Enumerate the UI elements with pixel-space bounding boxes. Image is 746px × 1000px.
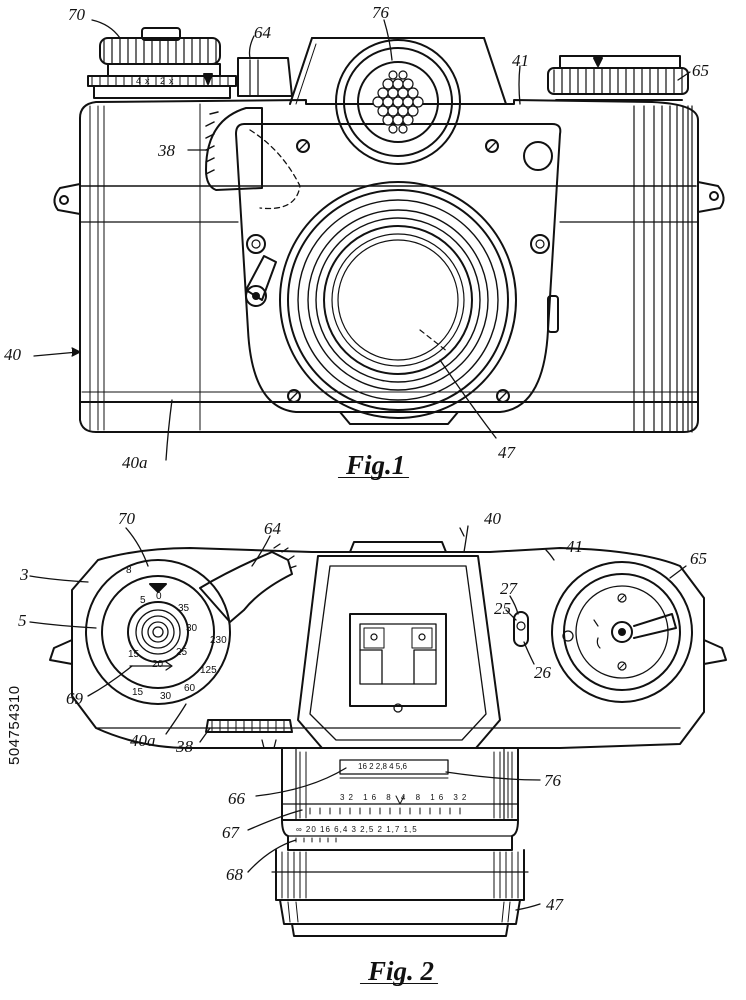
fig2-ref-66: 66 (228, 789, 245, 808)
fig2-ref-76: 76 (544, 771, 561, 790)
fig2-ref-67: 67 (222, 823, 239, 842)
fig2-dial-n230: 230 (210, 635, 227, 646)
fig2-dial-n5: 5 (140, 595, 146, 606)
fig1-strap-lug-left (53, 183, 81, 215)
fig2-dial-n20: 20 (152, 659, 164, 670)
fig2-lever-64 (199, 551, 293, 623)
fig2-ref-69: 69 (66, 689, 83, 708)
fig2-shoe (349, 613, 447, 707)
fig2-dial-65 (551, 561, 693, 703)
fig1-caption: Fig.1 (346, 450, 406, 480)
fig2-ref-65: 65 (690, 549, 707, 568)
fig2-caption: Fig. 2 (368, 956, 435, 986)
fig2-lens-barrel-47 (271, 747, 529, 937)
fig2-ref-38: 38 (176, 737, 193, 756)
fig1-ref-40: 40 (4, 345, 21, 364)
fig1-honeycomb (372, 70, 424, 134)
fig2-ref-40a: 40a (130, 731, 156, 750)
fig2-dial-n15b: 15 (132, 687, 144, 698)
fig1-ref-76: 76 (372, 3, 389, 22)
fig1-ref-40a: 40a (122, 453, 148, 472)
fig1-wheel-38 (205, 107, 263, 191)
fig2-leaders (29, 525, 687, 911)
fig2-dial-n30b: 30 (160, 691, 172, 702)
fig2-ref-27: 27 (500, 579, 517, 598)
fig2-dial-n0: 0 (156, 591, 162, 602)
fig2-ref-41: 41 (566, 537, 583, 556)
fig2-ref-47: 47 (546, 895, 563, 914)
fig1-ref-64: 64 (254, 23, 271, 42)
fig1-camera-front (33, 19, 725, 461)
fig1-dial-65 (547, 55, 689, 101)
fig2-dial-n30: 30 (186, 623, 198, 634)
fig2-slot-25 (513, 611, 529, 647)
fig2-ref-68: 68 (226, 865, 243, 884)
lens-scale-67: 32 16 8 4 8 16 32 (340, 793, 471, 802)
fig1-round-window (523, 141, 553, 171)
fig2-wheel-38 (205, 719, 293, 733)
fig1-shading-left (89, 103, 201, 431)
fig1-front-plate (235, 123, 562, 413)
fig2-ref-26: 26 (534, 663, 551, 682)
fig2-dial-n25: 25 (176, 647, 188, 658)
fig1-shoe-64 (237, 57, 293, 97)
fig2-body-outline (71, 547, 705, 749)
fig1-ref-38: 38 (158, 141, 175, 160)
lens-scale-68: ∞ 20 16 6,4 3 2,5 2 1,7 1,5 (296, 825, 418, 834)
fig2-dial-70 (85, 559, 231, 705)
fig1-dial-marks: 4x 2x (136, 76, 178, 86)
fig1-leaders (33, 19, 691, 461)
fig2-dial-n8: 8 (126, 565, 132, 576)
fig2-prism-top (297, 555, 501, 749)
fig2-dial-n15: 15 (128, 649, 140, 660)
fig2-ref-64: 64 (264, 519, 281, 538)
fig2-ref-40: 40 (484, 509, 501, 528)
fig1-ref-70: 70 (68, 5, 85, 24)
fig2-dial-n125: 125 (200, 665, 217, 676)
fig1-ref-47: 47 (498, 443, 515, 462)
fig1-dial-70 (87, 27, 237, 99)
fig2-ref-70: 70 (118, 509, 135, 528)
fig1-lens-47 (279, 181, 517, 419)
fig1-strap-lug-right (697, 181, 725, 213)
fig2-camera-top (29, 525, 727, 937)
watermark-code: 504754310 (6, 685, 23, 765)
lens-scale-66: 16 2 2,8 4 5,6 (358, 762, 407, 771)
fig1-dashed-gear-38 (249, 129, 301, 210)
fig1-ref-65: 65 (692, 61, 709, 80)
fig1-window-76 (335, 39, 461, 165)
fig2-ref-25: 25 (494, 599, 511, 618)
fig1-ref-41: 41 (512, 51, 529, 70)
fig2-dial-n35: 35 (178, 603, 190, 614)
fig2-ref-3: 3 (20, 565, 29, 584)
fig1-shading-right (633, 105, 693, 433)
fig2-ref-5: 5 (18, 611, 27, 630)
fig2-dial-n60: 60 (184, 683, 196, 694)
